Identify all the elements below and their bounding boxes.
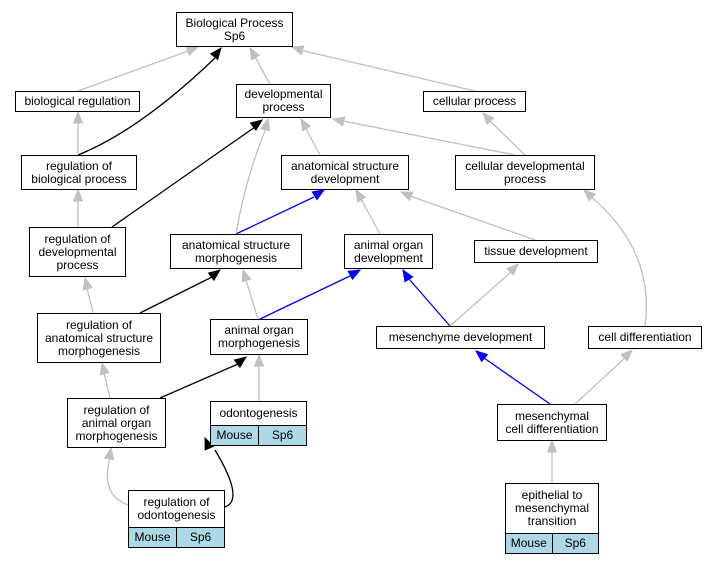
node-cell-differentiation[interactable]: cell differentiation <box>588 326 702 349</box>
node-regulation-of-odontogenesis-label: regulation of odontogenesis <box>137 495 216 522</box>
edge-is-a <box>300 117 321 156</box>
node-regulation-of-odontogenesis[interactable]: regulation of odontogenesis Mouse Sp6 <box>128 490 225 548</box>
arrowhead <box>249 46 261 61</box>
node-epithelial-to-mesenchymal-transition[interactable]: epithelial to mesenchymal transition Mou… <box>505 483 599 554</box>
node-tissue-development[interactable]: tissue development <box>474 240 598 263</box>
edge-is-a <box>482 112 526 156</box>
edge-regulates <box>77 46 222 156</box>
node-regulation-of-developmental-process[interactable]: regulation of developmental process <box>29 227 126 277</box>
edge-is-a <box>583 189 647 327</box>
node-regulation-of-animal-organ-morphogenesis[interactable]: regulation of animal organ morphogenesis <box>67 398 166 448</box>
annotation-species: Mouse <box>510 536 547 550</box>
arrowhead <box>347 269 362 281</box>
edge-regulates <box>111 119 264 228</box>
arrowhead <box>253 353 265 367</box>
node-biological-process[interactable]: Biological Process Sp6 <box>176 12 293 47</box>
edge-part-of <box>259 269 362 320</box>
edge-is-a <box>241 268 259 320</box>
arrowhead <box>249 119 264 132</box>
edge-is-a <box>72 188 84 227</box>
arrowhead <box>72 188 84 202</box>
arrowhead <box>185 46 200 57</box>
arrowhead <box>82 276 93 291</box>
arrowhead <box>103 446 115 461</box>
annotation-gene: Sp6 <box>258 426 306 445</box>
arrowhead <box>72 110 84 124</box>
node-epithelial-to-mesenchymal-transition-label: epithelial to mesenchymal transition <box>514 488 590 528</box>
edge-is-a <box>546 439 558 483</box>
arrowhead <box>546 439 558 453</box>
node-animal-organ-morphogenesis[interactable]: animal organ morphogenesis <box>210 319 308 355</box>
node-animal-organ-development[interactable]: animal organ development <box>344 234 433 269</box>
node-cellular-developmental-process[interactable]: cellular developmental process <box>455 155 595 190</box>
node-regulation-of-biological-process[interactable]: regulation of biological process <box>21 155 137 190</box>
annotation-species: Mouse <box>216 428 253 442</box>
annotation-row: Mouse Sp6 <box>129 527 224 547</box>
arrowhead <box>233 356 248 369</box>
arrowhead <box>355 188 367 203</box>
edge-is-a <box>99 361 111 399</box>
edge-part-of <box>402 268 451 327</box>
annotation-row: Mouse Sp6 <box>211 425 306 445</box>
edge-is-a <box>72 110 84 155</box>
edge-is-a <box>103 446 129 506</box>
node-developmental-process[interactable]: developmental process <box>236 84 331 118</box>
edge-is-a <box>399 191 536 241</box>
node-odontogenesis-label: odontogenesis <box>219 406 298 420</box>
arrowhead <box>331 116 346 127</box>
arrowhead <box>311 189 326 201</box>
arrowhead <box>207 269 222 282</box>
edge-is-a <box>249 46 271 85</box>
annotation-species: Mouse <box>134 530 171 544</box>
arrowhead <box>474 350 489 363</box>
node-biological-regulation[interactable]: biological regulation <box>15 91 140 112</box>
edge-is-a <box>77 46 200 92</box>
arrowhead <box>482 112 495 126</box>
edge-part-of <box>235 189 326 235</box>
edge-is-a <box>290 45 476 92</box>
edge-is-a <box>331 116 516 156</box>
edge-regulates <box>159 356 248 399</box>
node-odontogenesis[interactable]: odontogenesis Mouse Sp6 <box>210 401 307 446</box>
arrowhead <box>399 191 414 202</box>
arrowhead <box>290 45 305 56</box>
node-anatomical-structure-morphogenesis[interactable]: anatomical structure morphogenesis <box>170 234 302 269</box>
edge-is-a <box>574 349 633 405</box>
edge-is-a <box>253 353 265 401</box>
arrowhead <box>402 268 414 283</box>
edge-is-a <box>355 188 381 235</box>
arrowhead <box>241 268 252 283</box>
arrowhead <box>300 117 312 132</box>
edge-is-a <box>82 276 94 314</box>
annotation-row: Mouse Sp6 <box>506 533 598 553</box>
node-cellular-process[interactable]: cellular process <box>423 91 526 112</box>
arrowhead <box>506 263 519 276</box>
annotation-gene: Sp6 <box>176 528 224 547</box>
arrowhead <box>583 189 597 202</box>
arrowhead <box>209 46 222 61</box>
arrowhead <box>260 117 271 132</box>
node-anatomical-structure-development[interactable]: anatomical structure development <box>281 155 409 190</box>
annotation-gene: Sp6 <box>551 534 599 553</box>
node-mesenchymal-cell-differentiation[interactable]: mesenchymal cell differentiation <box>497 404 607 441</box>
edge-regulates <box>204 436 234 508</box>
arrowhead <box>204 436 215 451</box>
edge-is-a <box>449 263 519 327</box>
edge-regulates <box>139 269 222 314</box>
node-regulation-of-anatomical-structure-morphogenesis[interactable]: regulation of anatomical structure morph… <box>37 313 161 363</box>
arrowhead <box>99 361 110 376</box>
edge-is-a <box>235 117 271 235</box>
node-mesenchyme-development[interactable]: mesenchyme development <box>376 326 545 349</box>
arrowhead <box>620 349 633 362</box>
edge-part-of <box>474 350 551 405</box>
